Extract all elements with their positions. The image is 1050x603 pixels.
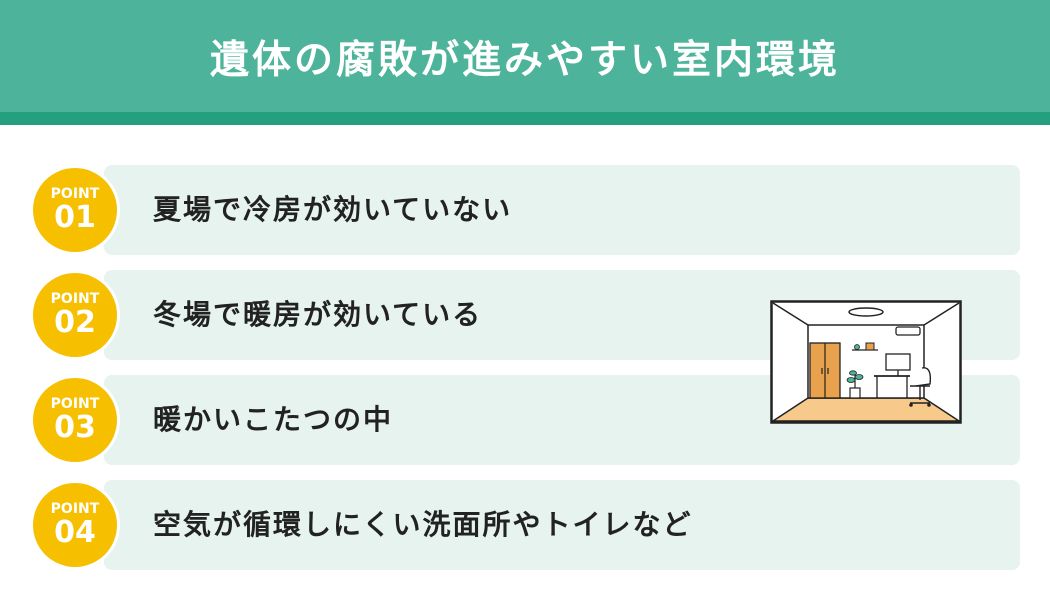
- point-badge-ring: POINT 04: [30, 480, 120, 570]
- point-badge-number: 04: [54, 515, 96, 550]
- point-bar: [104, 480, 1020, 570]
- point-item-01: POINT 01 夏場で冷房が効いていない: [30, 165, 1020, 255]
- point-badge-label: POINT: [50, 396, 100, 412]
- room-illustration-icon: [770, 300, 962, 424]
- point-bar: [104, 165, 1020, 255]
- point-badge-ring: POINT 03: [30, 375, 120, 465]
- point-badge: POINT 02: [33, 273, 117, 357]
- point-badge-number: 03: [54, 410, 96, 445]
- point-badge-label: POINT: [50, 501, 100, 517]
- point-badge: POINT 04: [33, 483, 117, 567]
- point-badge-label: POINT: [50, 291, 100, 307]
- point-badge-number: 01: [54, 200, 96, 235]
- point-badge-number: 02: [54, 305, 96, 340]
- point-badge: POINT 01: [33, 168, 117, 252]
- point-item-02: POINT 02 冬場で暖房が効いている: [30, 270, 1020, 360]
- point-badge: POINT 03: [33, 378, 117, 462]
- point-badge-label: POINT: [50, 186, 100, 202]
- point-badge-ring: POINT 01: [30, 165, 120, 255]
- point-text: 冬場で暖房が効いている: [153, 298, 483, 331]
- point-text: 暖かいこたつの中: [153, 403, 394, 436]
- page-title: 遺体の腐敗が進みやすい室内環境: [209, 38, 840, 83]
- point-item-04: POINT 04 空気が循環しにくい洗面所やトイレなど: [30, 480, 1020, 570]
- point-text: 夏場で冷房が効いていない: [153, 193, 513, 226]
- header-underline: [0, 112, 1050, 125]
- point-text: 空気が循環しにくい洗面所やトイレなど: [153, 508, 693, 541]
- point-badge-ring: POINT 02: [30, 270, 120, 360]
- header-banner: 遺体の腐敗が進みやすい室内環境: [0, 0, 1050, 112]
